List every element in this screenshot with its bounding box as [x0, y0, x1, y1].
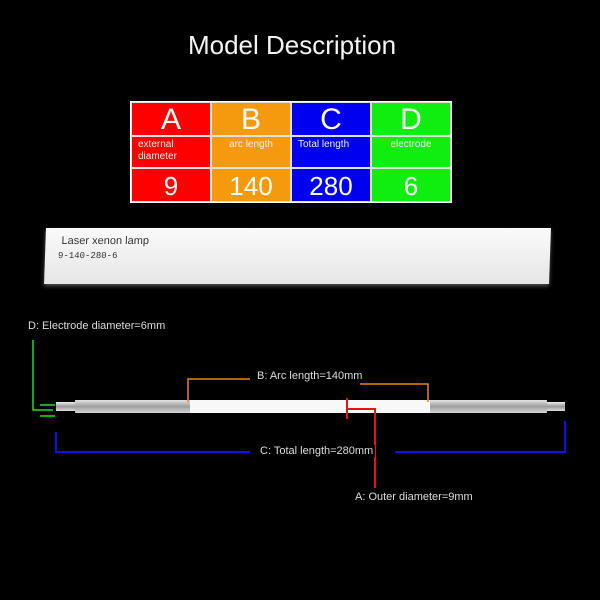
electrode-right — [546, 402, 565, 411]
outer-label: A: Outer diameter=9mm — [353, 491, 475, 503]
outer-diameter-line — [346, 398, 376, 488]
electrode-label: D: Electrode diameter=6mm — [26, 320, 168, 332]
value-c: 280 — [291, 168, 371, 202]
page-title: Model Description — [187, 30, 397, 60]
arc-label: B: Arc length=140mm — [255, 370, 365, 382]
electrode-dimension-line — [32, 340, 55, 417]
total-label: C: Total length=280mm — [258, 445, 376, 457]
label-b: arc length — [211, 136, 291, 168]
model-table: A B C D external diameter arc length Tot… — [130, 101, 452, 203]
value-d: 6 — [371, 168, 451, 202]
letter-d: D — [371, 102, 451, 136]
arc-dimension-line — [187, 378, 429, 402]
lamp-end-left — [75, 400, 190, 413]
electrode-left — [56, 402, 76, 411]
label-a: external diameter — [131, 136, 211, 168]
letter-b: B — [211, 102, 291, 136]
total-length-line — [55, 421, 566, 453]
value-b: 140 — [211, 168, 291, 202]
label-d: electrode — [371, 136, 451, 168]
lamp-end-right — [430, 400, 547, 413]
lamp-tube — [75, 400, 547, 413]
label-c: Total length — [291, 136, 371, 168]
letter-c: C — [291, 102, 371, 136]
value-a: 9 — [131, 168, 211, 202]
letter-a: A — [131, 102, 211, 136]
